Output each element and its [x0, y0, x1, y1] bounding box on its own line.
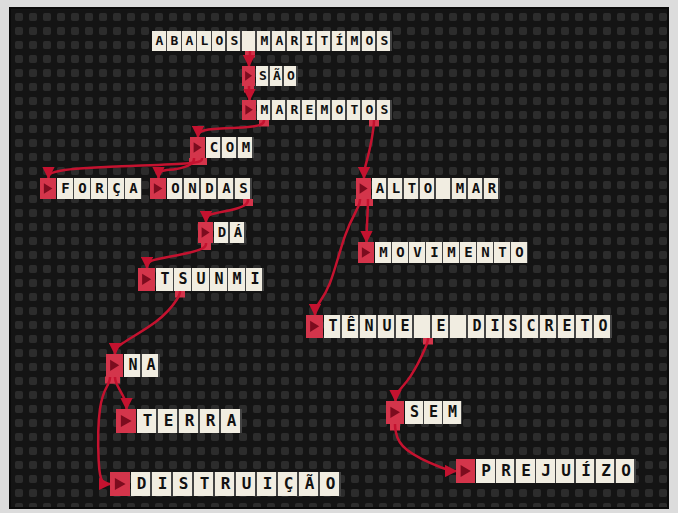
letter-tile-row: TERRA [116, 409, 249, 433]
tile-word: TÊNUE E DISCRETO [324, 315, 617, 338]
red-string [49, 158, 203, 178]
letter-tile-row: DÁ [198, 222, 251, 243]
arrow-triangle [356, 178, 371, 199]
tile-word: PREJUÍZO [476, 459, 641, 483]
tile-word: TERRA [137, 409, 248, 433]
arrow-triangle [116, 409, 136, 433]
arrow-triangle [456, 459, 475, 483]
red-string [206, 199, 248, 222]
arrow-triangle [106, 354, 123, 377]
arrow-triangle [138, 268, 155, 291]
arrow-tile [242, 66, 255, 86]
tile-word: COM [206, 137, 258, 158]
tile-word: MAREMOTOS [257, 100, 396, 120]
arrow-triangle [40, 178, 56, 199]
arrow-triangle [150, 178, 166, 199]
red-string [248, 86, 251, 101]
letter-tile-row: TSUNMI [138, 268, 270, 291]
arrow-tile [456, 459, 475, 483]
letter-tile-row: TÊNUE E DISCRETO [306, 315, 618, 338]
arrow-tile [306, 315, 323, 338]
red-string [396, 338, 429, 402]
arrow-tile [386, 401, 404, 424]
tile-word: NA [124, 354, 165, 377]
tile-word: SEM [405, 401, 467, 424]
red-string [98, 377, 110, 485]
letter-tile-row: PREJUÍZO [456, 459, 643, 483]
tile-word: ONDAS [167, 178, 256, 199]
red-string [364, 120, 374, 179]
arrow-tile [358, 242, 374, 263]
letter-tile-row: FORÇA [40, 178, 148, 199]
arrow-triangle [242, 66, 255, 86]
arrow-triangle [242, 100, 256, 120]
arrow-tile [138, 268, 155, 291]
tile-word: ALTO MAR [372, 178, 504, 199]
board [10, 8, 668, 508]
arrow-triangle [198, 222, 213, 243]
red-string [367, 199, 369, 242]
tile-word: SÃO [256, 66, 301, 86]
tile-word: MOVIMENTO [375, 242, 532, 263]
arrow-triangle [358, 242, 374, 263]
red-string [315, 199, 360, 315]
arrow-tile [190, 137, 205, 158]
red-string [249, 51, 250, 67]
letter-tile-row: NA [106, 354, 166, 377]
letter-tile-row: SEM [386, 401, 468, 424]
arrow-triangle [306, 315, 323, 338]
tile-word: FORÇA [57, 178, 146, 199]
tile-word: DÁ [214, 222, 250, 243]
red-string [198, 120, 264, 138]
tile-word: DISTRUIÇÃO [131, 472, 347, 496]
red-string [395, 424, 456, 472]
letter-tile-row: MAREMOTOS [242, 100, 397, 120]
arrow-triangle [190, 137, 205, 158]
arrow-triangle [386, 401, 404, 424]
letter-tile-row: SÃO [242, 66, 303, 86]
letter-tile-row: ALTO MAR [356, 178, 505, 199]
arrow-tile [150, 178, 166, 199]
letter-tile-row: DISTRUIÇÃO [110, 472, 348, 496]
tile-word: TSUNMI [156, 268, 269, 291]
red-string [159, 158, 195, 178]
red-string [115, 377, 127, 410]
arrow-tile [242, 100, 256, 120]
arrow-tile [106, 354, 123, 377]
red-string [115, 291, 180, 355]
arrow-tile [40, 178, 56, 199]
arrow-triangle [110, 472, 130, 496]
letter-tile-row: COM [190, 137, 259, 158]
arrow-tile [198, 222, 213, 243]
letter-tile-row: MOVIMENTO [358, 242, 534, 263]
letter-tile-row: ABALOS MARITÍMOS [152, 31, 397, 51]
arrow-tile [356, 178, 371, 199]
red-string [147, 243, 206, 268]
tile-word: ABALOS MARITÍMOS [152, 31, 396, 51]
arrow-tile [110, 472, 130, 496]
letter-tile-row: ONDAS [150, 178, 258, 199]
arrow-tile [116, 409, 136, 433]
